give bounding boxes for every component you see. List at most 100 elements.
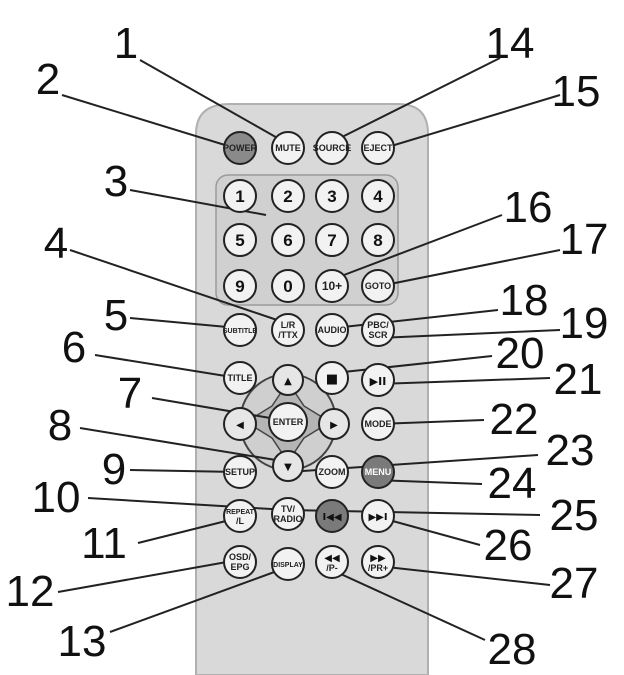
zoom-label: ZOOM <box>319 467 346 477</box>
callout-25: 25 <box>550 491 599 540</box>
num-1-button[interactable] <box>223 179 257 213</box>
power-button[interactable] <box>223 131 257 165</box>
leader-line-15 <box>377 94 561 151</box>
next-button[interactable] <box>361 499 395 533</box>
ten-plus-button[interactable] <box>315 269 349 303</box>
num-6-button[interactable] <box>271 223 305 257</box>
down-button[interactable] <box>272 450 304 482</box>
leader-line-20 <box>333 355 493 374</box>
leader-line-1 <box>139 59 289 145</box>
menu-label: MENU <box>365 467 392 477</box>
source-label: SOURCE <box>313 143 352 153</box>
leader-line-21 <box>377 377 551 385</box>
goto-label: GOTO <box>365 281 391 291</box>
leader-line-13 <box>109 566 289 633</box>
title-label: TITLE <box>228 373 253 383</box>
pbc-label-top: PBC/ <box>367 320 389 330</box>
callout-1: 1 <box>114 19 138 68</box>
num-2-button[interactable] <box>271 179 305 213</box>
up-button[interactable] <box>272 364 304 396</box>
leader-line-22 <box>377 419 485 425</box>
mode-button[interactable] <box>361 407 395 441</box>
play-pause-icon: ▶II <box>370 375 387 388</box>
num-8-button[interactable] <box>361 223 395 257</box>
mute-button[interactable] <box>271 131 305 165</box>
mute-label: MUTE <box>275 143 301 153</box>
num-7-label: 7 <box>327 231 336 250</box>
leader-line-11 <box>137 517 239 544</box>
leader-line-16 <box>335 214 503 279</box>
power-label: POWER <box>223 143 258 153</box>
repeat-label-bottom: /L <box>236 516 245 526</box>
num-5-button[interactable] <box>223 223 257 257</box>
menu-button[interactable] <box>361 455 395 489</box>
eject-button[interactable] <box>361 131 395 165</box>
fast-forward-label: /PR+ <box>368 563 388 573</box>
osd-epg-button[interactable] <box>223 545 257 579</box>
lr-ttx-button[interactable] <box>271 313 305 347</box>
num-3-button[interactable] <box>315 179 349 213</box>
callout-24: 24 <box>488 459 537 508</box>
callout-12: 12 <box>6 567 55 616</box>
leader-line-28 <box>331 569 486 641</box>
num-0-button[interactable] <box>271 269 305 303</box>
callout-17: 17 <box>560 215 609 264</box>
audio-button[interactable] <box>315 313 349 347</box>
num-8-label: 8 <box>373 231 382 250</box>
setup-button[interactable] <box>223 455 257 489</box>
callout-6: 6 <box>62 323 86 372</box>
num-6-label: 6 <box>283 231 292 250</box>
audio-label: AUDIO <box>318 325 347 335</box>
callout-26: 26 <box>484 521 533 570</box>
pbc-button[interactable] <box>361 313 395 347</box>
tv-radio-label-top: TV/ <box>281 504 296 514</box>
source-button[interactable] <box>315 131 349 165</box>
leader-line-14 <box>331 57 501 143</box>
callout-10: 10 <box>32 473 81 522</box>
num-7-button[interactable] <box>315 223 349 257</box>
leader-line-8 <box>79 427 289 463</box>
title-button[interactable] <box>223 361 257 395</box>
goto-button[interactable] <box>361 269 395 303</box>
num-5-label: 5 <box>235 231 244 250</box>
rewind-button[interactable] <box>315 545 349 579</box>
enter-button[interactable] <box>268 402 308 442</box>
stop-icon: ■ <box>326 372 338 387</box>
leader-line-26 <box>377 516 481 546</box>
eject-label: EJECT <box>363 143 393 153</box>
num-0-label: 0 <box>283 277 292 296</box>
num-1-label: 1 <box>235 187 244 206</box>
osd-epg-label-bottom: EPG <box>230 562 249 572</box>
ten-plus-label: 10+ <box>322 279 342 293</box>
callout-9: 9 <box>102 445 126 494</box>
num-4-label: 4 <box>373 187 383 206</box>
zoom-button[interactable] <box>315 455 349 489</box>
callout-15: 15 <box>552 67 601 116</box>
repeat-button[interactable] <box>223 499 257 533</box>
fast-forward-button[interactable] <box>361 545 395 579</box>
display-button[interactable] <box>271 547 305 581</box>
leader-line-6 <box>94 354 239 379</box>
tv-radio-button[interactable] <box>271 497 305 531</box>
play-pause-button[interactable] <box>361 363 395 397</box>
prev-button[interactable] <box>315 499 349 533</box>
tv-radio-label-bottom: RADIO <box>274 514 303 524</box>
stop-button[interactable] <box>315 361 349 395</box>
down-arrow-icon: ▼ <box>284 462 292 473</box>
next-icon: ▶▶I <box>368 512 387 523</box>
num-2-label: 2 <box>283 187 292 206</box>
callout-2: 2 <box>36 55 60 104</box>
num-3-label: 3 <box>327 187 336 206</box>
subtitle-button[interactable] <box>223 313 257 347</box>
leader-line-18 <box>333 309 499 329</box>
right-button[interactable] <box>318 408 350 440</box>
num-4-button[interactable] <box>361 179 395 213</box>
prev-icon: I◀◀ <box>322 512 341 523</box>
right-arrow-icon: ▶ <box>330 420 338 431</box>
callout-19: 19 <box>560 299 609 348</box>
left-button[interactable] <box>223 407 257 441</box>
num-9-button[interactable] <box>223 269 257 303</box>
callout-5: 5 <box>104 291 128 340</box>
leader-line-2 <box>61 94 239 150</box>
